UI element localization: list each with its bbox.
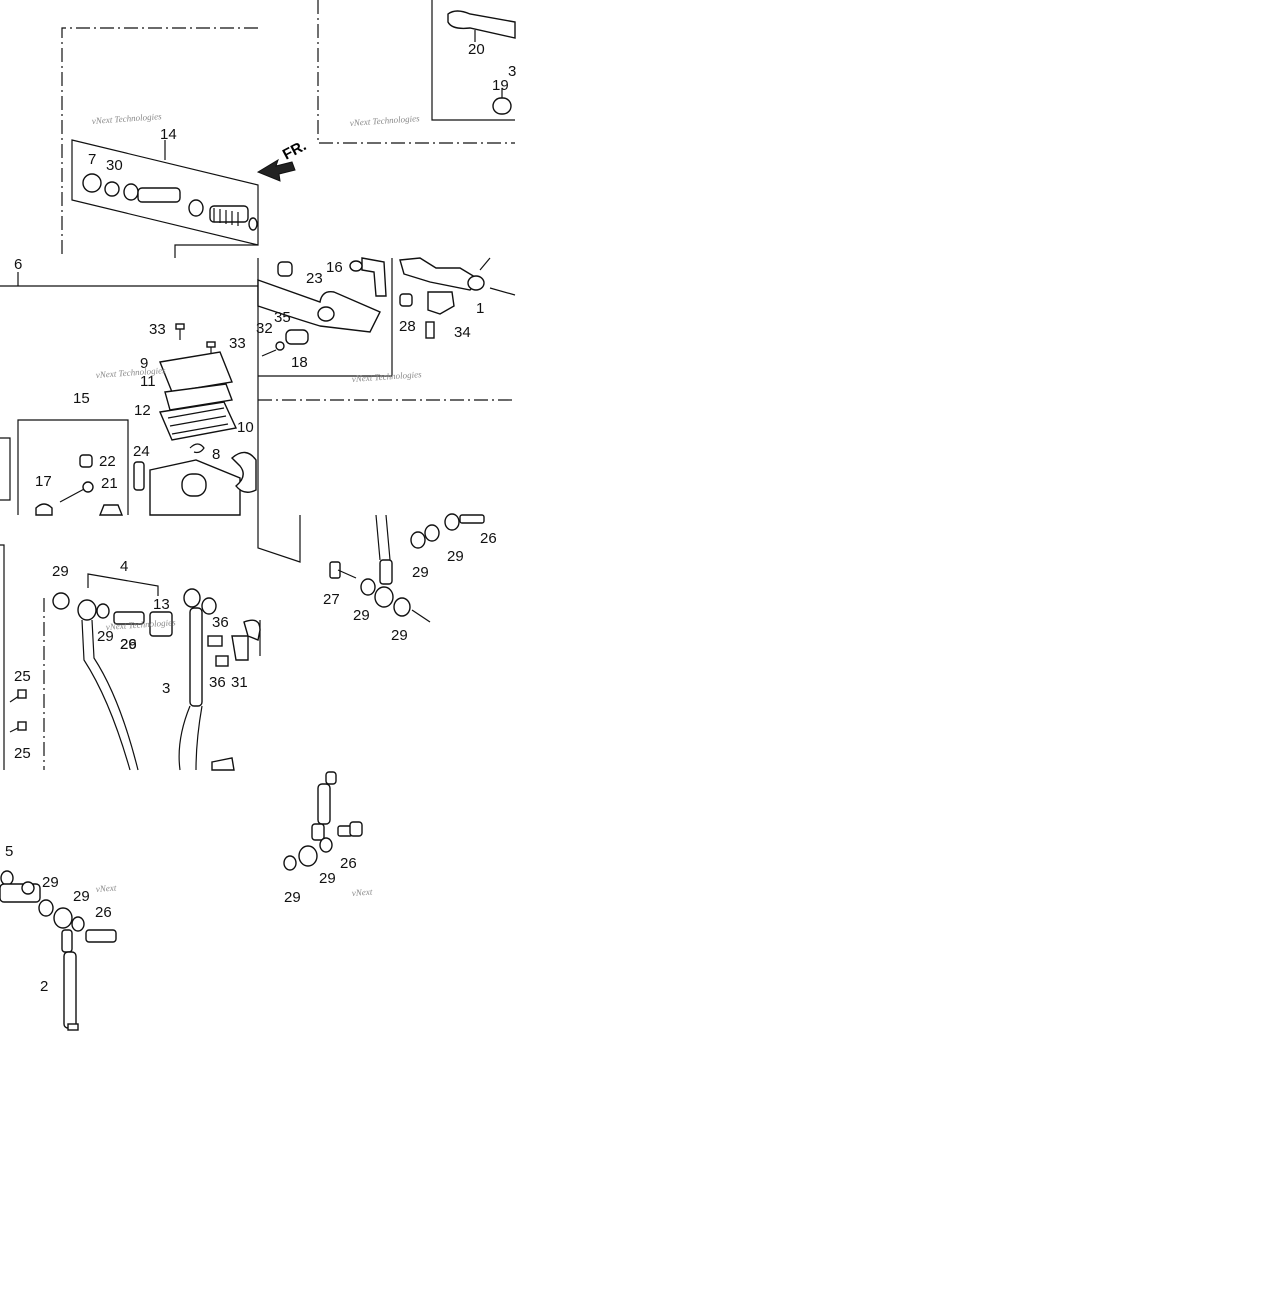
part-callout-36: 36 [209, 674, 226, 691]
watermark: vNext [95, 883, 117, 894]
part-callout-33: 33 [229, 335, 246, 352]
part-callout-27: 27 [323, 591, 340, 608]
part-callout-26: 26 [120, 636, 137, 653]
part-callout-8: 8 [212, 446, 220, 463]
direction-label: FR. [280, 137, 309, 163]
part-callout-14: 14 [160, 126, 177, 143]
part-callout-18: 18 [291, 354, 308, 371]
part-callout-29: 29 [391, 627, 408, 644]
part-callout-31: 31 [231, 674, 248, 691]
part-callout-28: 28 [399, 318, 416, 335]
part-callout-3: 3 [162, 680, 170, 697]
part-callout-16: 16 [326, 259, 343, 276]
part-callout-29: 29 [52, 563, 69, 580]
watermark: vNext Technologies [351, 369, 422, 384]
part-callout-29: 29 [42, 874, 59, 891]
part-callout-20: 20 [468, 41, 485, 58]
part-callout-34: 34 [454, 324, 471, 341]
part-callout-11: 11 [140, 373, 156, 390]
part-callout-24: 24 [133, 443, 150, 460]
part-callout-29: 29 [97, 628, 114, 645]
part-callout-4: 4 [120, 558, 128, 575]
part-callout-3: 3 [508, 63, 516, 80]
tile-hoses [0, 515, 301, 771]
part-callout-25: 25 [14, 745, 31, 762]
part-callout-26: 26 [340, 855, 357, 872]
part-callout-29: 29 [412, 564, 429, 581]
watermark: vNext Technologies [95, 365, 166, 380]
part-callout-23: 23 [306, 270, 323, 287]
part-callout-29: 29 [353, 607, 370, 624]
part-callout-29: 29 [73, 888, 90, 905]
part-callout-29: 29 [120, 636, 137, 653]
watermark: vNext Technologies [91, 111, 162, 126]
part-callout-29: 29 [447, 548, 464, 565]
watermark: vNext Technologies [105, 617, 176, 632]
tile-switch [257, 257, 516, 515]
tile-lower-hose [283, 771, 363, 871]
part-callout-1: 1 [476, 300, 484, 317]
part-callout-9: 9 [140, 355, 148, 372]
part-callout-33: 33 [149, 321, 166, 338]
part-callout-32: 32 [256, 320, 273, 337]
part-callout-6: 6 [14, 256, 22, 273]
part-callout-26: 26 [480, 530, 497, 547]
part-callout-36: 36 [212, 614, 229, 631]
tile-piston-kit [61, 27, 296, 258]
tile-union [329, 513, 485, 623]
part-callout-5: 5 [5, 843, 13, 860]
part-callout-12: 12 [134, 402, 151, 419]
part-callout-19: 19 [492, 77, 509, 94]
part-callout-30: 30 [106, 157, 123, 174]
part-callout-26: 26 [95, 904, 112, 921]
part-callout-10: 10 [237, 419, 254, 436]
part-callout-17: 17 [35, 473, 52, 490]
watermark: vNext [351, 887, 373, 898]
part-callout-29: 29 [319, 870, 336, 887]
part-callout-7: 7 [88, 151, 96, 168]
part-callout-25: 25 [14, 668, 31, 685]
part-callout-35: 35 [274, 309, 291, 326]
part-callout-21: 21 [101, 475, 118, 492]
tile-reservoir [0, 272, 258, 516]
part-callout-15: 15 [73, 390, 90, 407]
part-callout-22: 22 [99, 453, 116, 470]
tile-lever [317, 0, 516, 144]
part-callout-13: 13 [153, 596, 170, 613]
watermark: vNext Technologies [349, 113, 420, 128]
part-callout-2: 2 [40, 978, 48, 995]
part-callout-29: 29 [284, 889, 301, 906]
tile-joint [0, 870, 117, 1031]
